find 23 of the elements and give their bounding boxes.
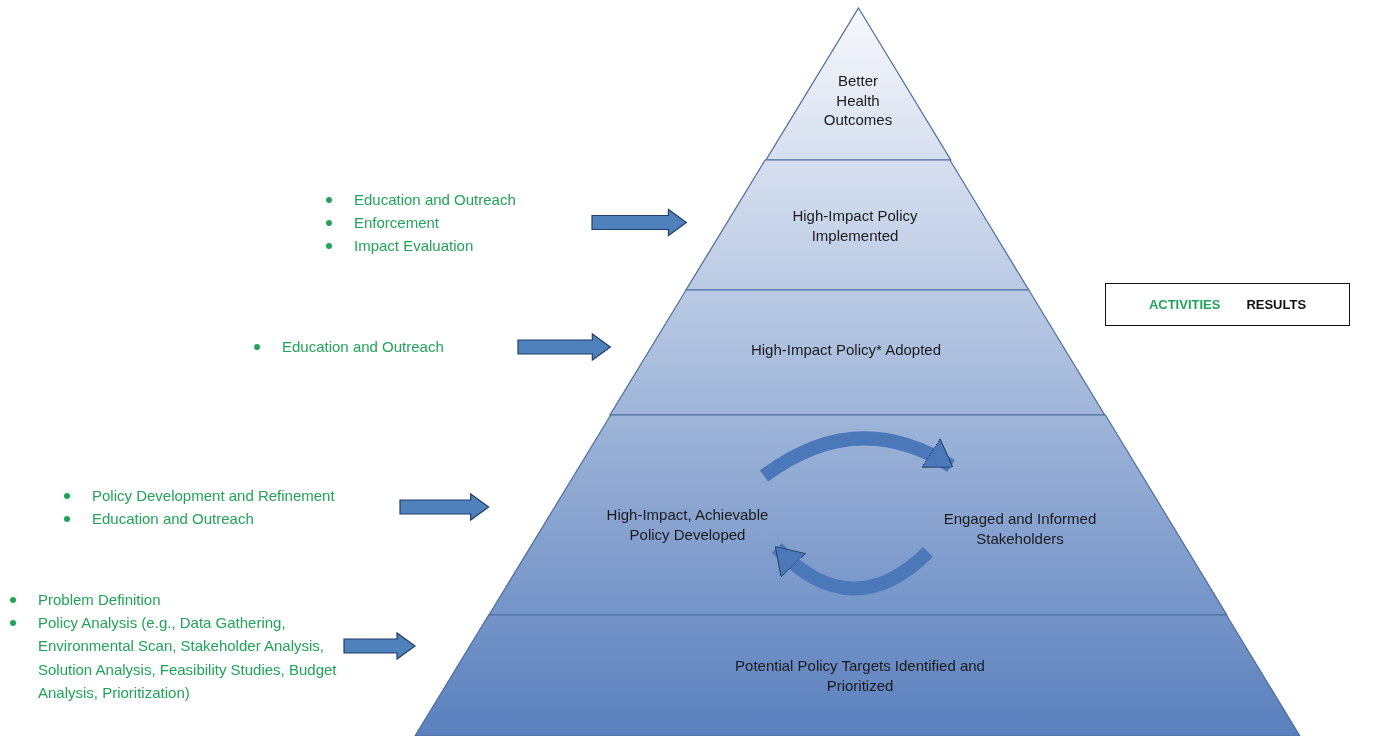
activity-item: Problem Definition: [38, 589, 161, 610]
activity-item: Education and Outreach: [282, 337, 444, 358]
block-arrow: [517, 332, 612, 362]
tier-label: High-Impact Policy Implemented: [791, 205, 919, 245]
block-arrow: [399, 492, 490, 522]
curved-arrow: [771, 542, 933, 596]
activity-item: Impact Evaluation: [354, 236, 474, 257]
tier-label: Better Health Outcomes: [822, 70, 894, 130]
key-label: RESULTS: [1246, 297, 1307, 312]
block-arrow: [343, 631, 417, 661]
result-label: Engaged and Informed Stakeholders: [942, 509, 1098, 548]
key-label: ACTIVITIES: [1148, 297, 1221, 312]
curved-arrow: [760, 431, 955, 482]
activity-item: Policy Development and Refinement: [92, 485, 335, 506]
activity-item: Education and Outreach: [354, 189, 516, 210]
activity-item: Policy Analysis (e.g., Data Gathering, Environmental Scan, Stakeholder Analysis, Solution Analysis, Feasibility Studies, Budget Analysis, Prioritization): [38, 613, 338, 703]
tier-label: Potential Policy Targets Identified and Prioritized: [734, 655, 986, 695]
activity-item: Enforcement: [354, 212, 440, 233]
result-label: High-Impact, Achievable Policy Developed: [605, 505, 770, 544]
tier-label: High-Impact Policy* Adopted: [749, 340, 943, 360]
key-box: [1105, 283, 1350, 326]
block-arrow: [591, 208, 688, 237]
activity-item: Education and Outreach: [92, 509, 254, 529]
